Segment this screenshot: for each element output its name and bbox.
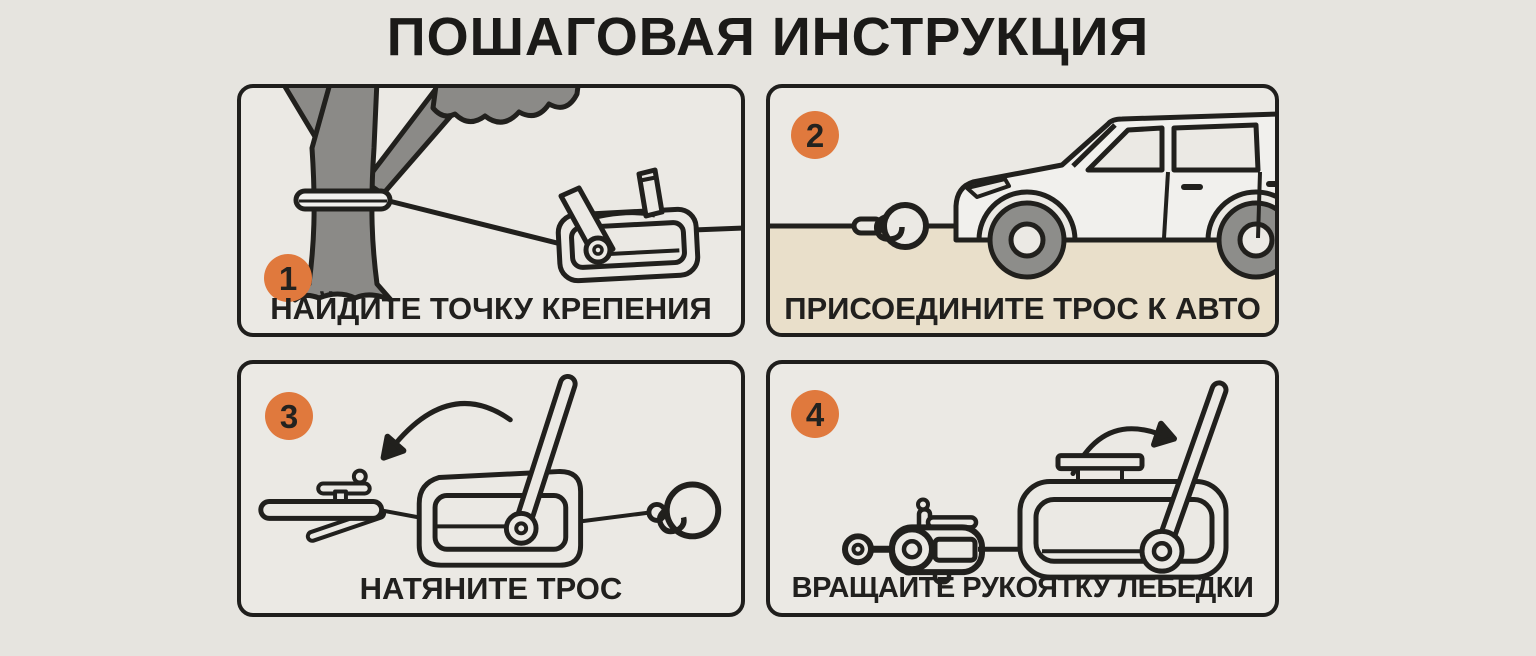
step-3-caption: НАТЯНИТЕ ТРОС: [359, 571, 623, 606]
step-panel-3: 3 НАТЯНИТЕ ТРОС: [237, 360, 745, 617]
windshield: [1071, 123, 1117, 168]
winch-icon: [416, 373, 584, 568]
step-1-illustration: [282, 88, 741, 303]
front-window: [1085, 125, 1165, 173]
step-2-caption: ПРИСОЕДИНИТЕ ТРОС К АВТО: [784, 291, 1261, 326]
step-4-illustration: [842, 380, 1229, 585]
step-1-badge: 1: [264, 254, 312, 302]
step-3-badge: 3: [265, 392, 313, 440]
step-2-badge: 2: [791, 111, 839, 159]
cable-line: [580, 510, 652, 524]
headlight: [965, 177, 1011, 199]
tree-icon: [282, 88, 581, 303]
step-3-illustration: [258, 373, 722, 568]
step-panel-4: 4 ВРАЩАЙТЕ РУКОЯТКУ ЛЕБЕ̂ДКИ: [766, 360, 1279, 617]
winch-icon: [388, 167, 741, 284]
step-4-caption: ВРАЩАЙТЕ РУКОЯТКУ ЛЕБЕ̂ДКИ: [791, 572, 1254, 604]
poster-title: ПОШАГОВАЯ ИНСТРУКЦИЯ: [386, 7, 1150, 67]
pulley-block-icon: [842, 497, 985, 585]
step-panel-2: 2 ПРИСОЕДИНИТЕ ТРОС К АВТО: [766, 84, 1279, 337]
rear-window: [1171, 122, 1261, 173]
winch-icon: [978, 380, 1229, 580]
step-2-illustration: [770, 111, 1275, 333]
cable-line: [692, 225, 741, 233]
step-1-caption: НАЙДИТЕ ТОЧКУ КРЕПЕНИЯ: [270, 291, 712, 326]
rotation-arrow-icon: [380, 401, 513, 461]
door-handle: [1181, 184, 1203, 190]
door-handle: [1266, 181, 1275, 187]
step-panel-1: 1 НАЙДИТЕ ТОЧКУ КРЕПЕНИЯ: [237, 84, 745, 337]
step-4-badge: 4: [791, 390, 839, 438]
tow-hook-icon: [770, 202, 960, 250]
car-icon: [953, 111, 1275, 280]
cable-hook-icon: [580, 481, 722, 540]
anchor-rod-icon: [258, 468, 425, 543]
